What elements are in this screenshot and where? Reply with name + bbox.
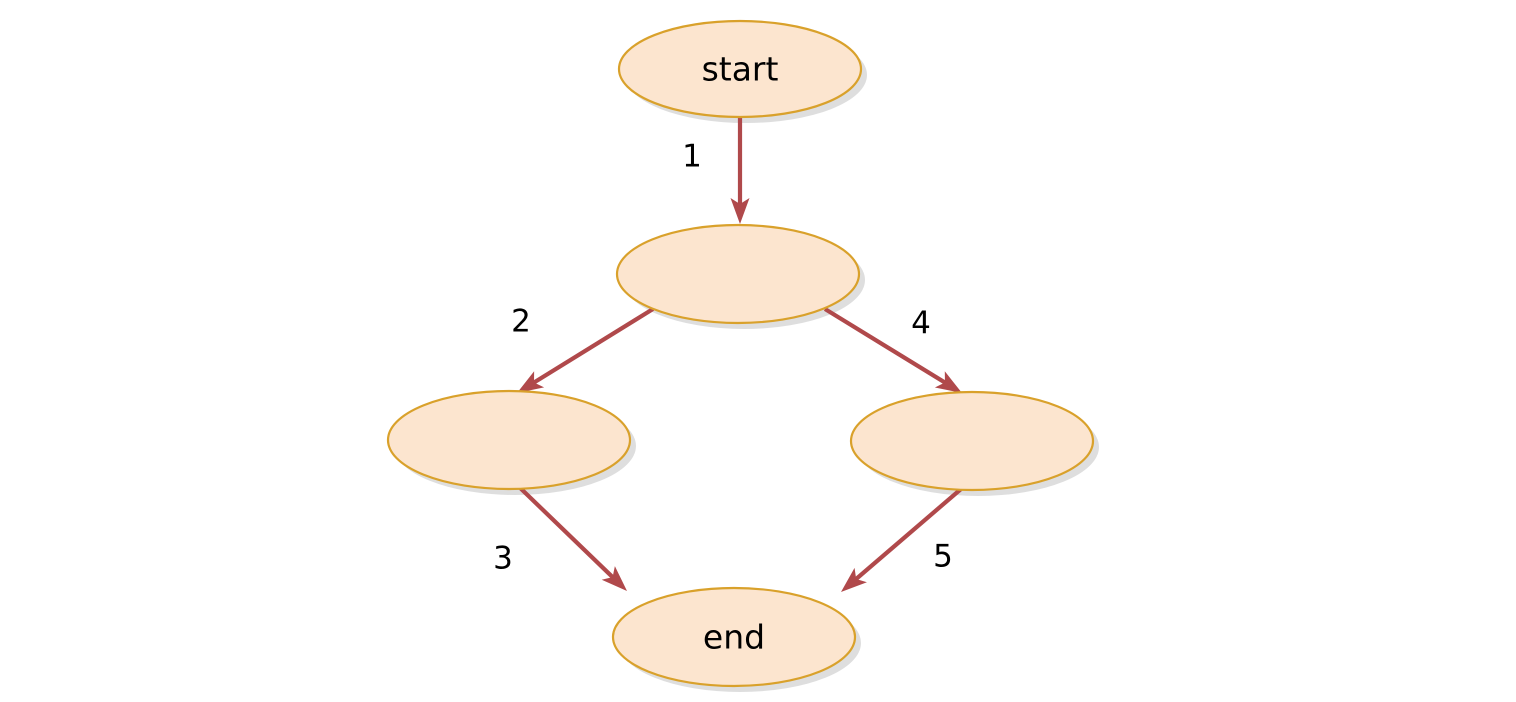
- edge-arrowhead-2: [517, 371, 545, 393]
- edge-layer: [512, 118, 970, 592]
- node-ellipse-right[interactable]: [849, 390, 1095, 492]
- node-right[interactable]: [849, 390, 1095, 492]
- edge-line-5: [854, 481, 970, 582]
- edge-line-4: [823, 307, 947, 385]
- edge-1: [730, 118, 750, 224]
- edge-arrowhead-3: [601, 566, 627, 591]
- edge-5: [841, 481, 970, 592]
- node-ellipse-left[interactable]: [386, 389, 632, 491]
- node-end[interactable]: end: [611, 586, 857, 688]
- node-start[interactable]: start: [617, 19, 863, 119]
- edge-line-3: [512, 480, 615, 580]
- edge-line-2: [532, 307, 655, 385]
- edge-2: [517, 307, 655, 393]
- node-ellipse-start[interactable]: [617, 19, 863, 119]
- node-label-start: start: [702, 50, 779, 89]
- edge-3: [512, 480, 627, 591]
- edge-label-2: 2: [511, 304, 531, 340]
- edge-label-4: 4: [911, 306, 931, 342]
- node-ellipse-middle[interactable]: [615, 223, 861, 325]
- edge-arrowhead-4: [934, 371, 962, 393]
- edge-label-layer: 1 2 3 4 5: [493, 139, 953, 577]
- node-layer: start end: [386, 19, 1095, 688]
- node-middle[interactable]: [615, 223, 861, 325]
- node-left[interactable]: [386, 389, 632, 491]
- node-ellipse-end[interactable]: [611, 586, 857, 688]
- edge-arrowhead-5: [841, 567, 867, 592]
- edge-label-5: 5: [933, 539, 953, 575]
- edge-4: [823, 307, 962, 393]
- node-label-end: end: [703, 618, 765, 657]
- edge-arrowhead-1: [730, 198, 750, 224]
- edge-label-3: 3: [493, 541, 513, 577]
- edge-label-1: 1: [682, 139, 702, 175]
